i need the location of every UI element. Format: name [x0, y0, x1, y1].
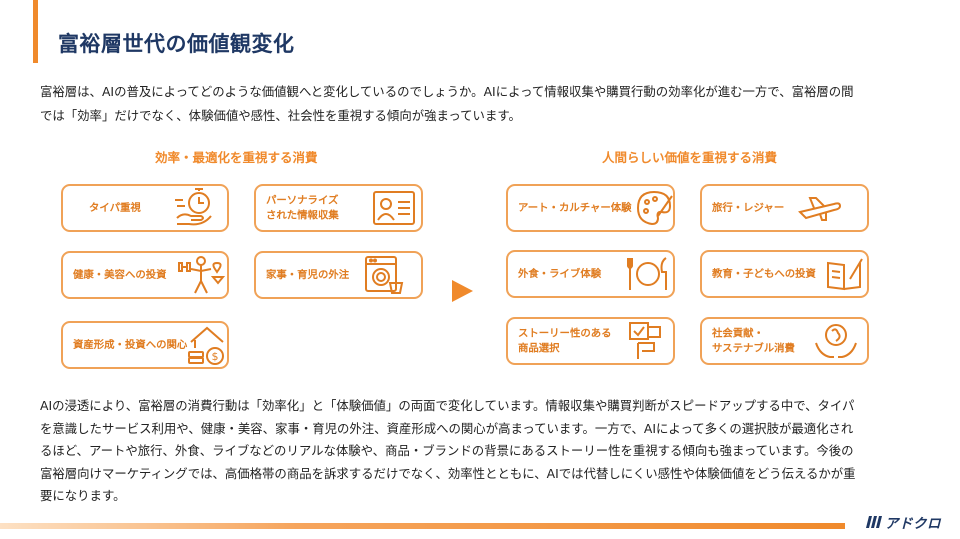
card-time-performance: タイパ重視 [61, 184, 229, 232]
card-label: ストーリー性のある 商品選択 [518, 327, 612, 356]
house-money-icon: $ [188, 326, 224, 365]
brand-logo: アドクロ [866, 512, 941, 532]
title-accent-bar [33, 0, 38, 63]
intro-paragraph: 富裕層は、AIの普及によってどのような価値観へと変化しているのでしょうか。AIに… [40, 80, 935, 127]
svg-text:$: $ [212, 350, 219, 363]
card-label: アート・カルチャー体験 [518, 201, 632, 214]
stopwatch-hand-icon [175, 188, 212, 226]
logo-text: アドクロ [885, 516, 941, 532]
card-label-line: 社会貢献・ [712, 327, 764, 340]
card-label-line: ストーリー性のある [518, 327, 612, 340]
card-label: 資産形成・投資への関心 [73, 338, 188, 351]
footer-gradient-line [0, 523, 845, 529]
profile-card-icon [373, 191, 415, 225]
card-label: 教育・子どもへの投資 [712, 267, 816, 280]
card-label: 外食・ライブ体験 [518, 267, 602, 280]
page-title: 富裕層世代の価値観変化 [58, 32, 295, 56]
left-group-title: 効率・最適化を重視する消費 [155, 150, 318, 165]
card-dining-live: 外食・ライブ体験 [506, 250, 675, 298]
palette-icon [636, 190, 673, 226]
hands-globe-icon [815, 324, 857, 358]
open-book-icon [827, 258, 863, 291]
card-label-line: された情報収集 [266, 209, 339, 221]
card-label: パーソナライズ された情報収集 [266, 194, 339, 223]
card-label: 家事・育児の外注 [266, 268, 350, 281]
checkbox-select-icon [629, 322, 661, 359]
airplane-icon [798, 197, 842, 221]
intro-line: 富裕層は、AIの普及によってどのような価値観へと変化しているのでしょうか。AIに… [40, 84, 854, 99]
card-personalized-info: パーソナライズ された情報収集 [254, 184, 423, 232]
summary-line: AIの浸透により、富裕層の消費行動は「効率化」と「体験価値」の両面で変化していま… [40, 398, 855, 413]
card-social-sustainable: 社会貢献・ サステナブル消費 [700, 317, 869, 365]
card-asset-building: 資産形成・投資への関心 $ [61, 321, 229, 369]
card-education: 教育・子どもへの投資 [700, 250, 869, 298]
summary-line: 富裕層向けマーケティングでは、高価格帯の商品を訴求するだけでなく、効率性とともに… [40, 465, 856, 481]
card-label-line: 商品選択 [518, 342, 560, 354]
fitness-person-icon [178, 256, 225, 294]
summary-line: るほど、アートや旅行、外食、ライブなどのリアルな体験や、商品・ブランドの背景にあ… [40, 443, 854, 458]
transition-arrow-icon [452, 280, 473, 302]
summary-line: を意識したサービス利用や、健康・美容、家事・育児の外注、資産形成への関心が高まっ… [40, 420, 854, 436]
card-label: 旅行・レジャー [712, 201, 785, 214]
card-label: 社会貢献・ サステナブル消費 [712, 327, 795, 356]
card-label-line: サステナブル消費 [712, 342, 795, 354]
summary-line: 要になります。 [40, 488, 126, 503]
right-group-title: 人間らしい価値を重視する消費 [602, 150, 778, 165]
card-label: タイパ重視 [89, 201, 141, 214]
card-art-culture: アート・カルチャー体験 [506, 184, 675, 232]
card-story-products: ストーリー性のある 商品選択 [506, 317, 675, 365]
card-housework-outsourcing: 家事・育児の外注 [254, 251, 423, 299]
dining-plate-icon [627, 257, 667, 290]
card-travel-leisure: 旅行・レジャー [700, 184, 869, 232]
logo-stripes-icon [866, 516, 882, 528]
card-label: 健康・美容への投資 [73, 268, 167, 281]
card-label-line: パーソナライズ [266, 194, 339, 207]
washing-machine-icon [365, 256, 404, 294]
card-health-beauty: 健康・美容への投資 [61, 251, 229, 299]
intro-line: では「効率」だけでなく、体験価値や感性、社会性を重視する傾向が強まっています。 [40, 107, 521, 123]
summary-paragraph: AIの浸透により、富裕層の消費行動は「効率化」と「体験価値」の両面で変化していま… [40, 395, 935, 508]
